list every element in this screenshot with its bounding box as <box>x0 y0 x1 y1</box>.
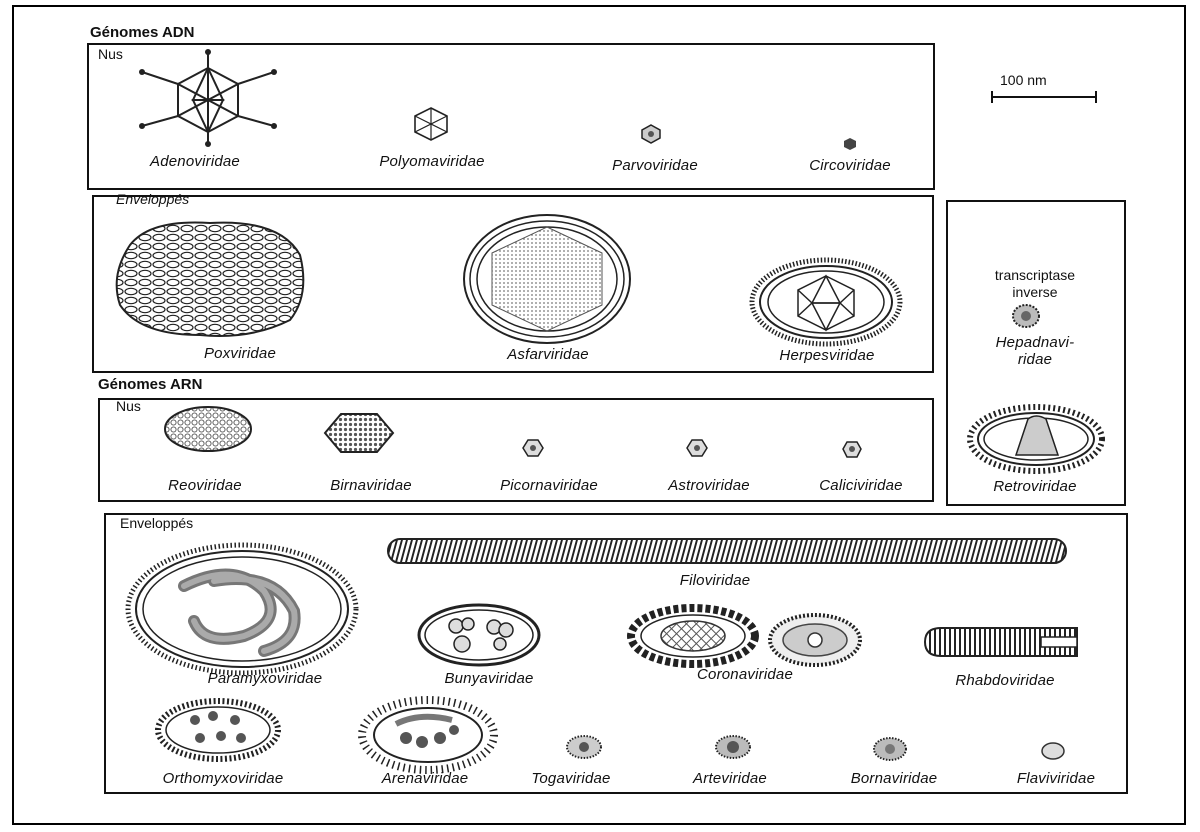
virus-label-coronaviridae: Coronaviridae <box>655 666 835 683</box>
virus-label-orthomyxoviridae: Orthomyxoviridae <box>118 770 328 787</box>
transcriptase-label: transcriptase <box>960 267 1110 283</box>
retrovirus-drawing <box>966 403 1106 475</box>
dna-enveloped-label: Enveloppés <box>116 191 189 207</box>
virus-label-astroviridae: Astroviridae <box>638 477 780 494</box>
calicivirus-drawing <box>842 441 862 458</box>
dna-genomes-heading: Génomes ADN <box>90 24 194 41</box>
coronavirus-drawing-2 <box>767 612 863 668</box>
rna-naked-label: Nus <box>116 398 141 414</box>
virus-label-togaviridae: Togaviridae <box>506 770 636 787</box>
virus-label-bornaviridae: Bornaviridae <box>824 770 964 787</box>
filovirus-drawing <box>386 536 1070 566</box>
virus-label-flaviviridae: Flaviviridae <box>996 770 1116 787</box>
virus-label-birnaviridae: Birnaviridae <box>296 477 446 494</box>
virus-label-asfarviridae: Asfarviridae <box>478 346 618 363</box>
birnavirus-drawing <box>323 412 395 454</box>
virus-label-bunyaviridae: Bunyaviridae <box>404 670 574 687</box>
bunyavirus-drawing <box>416 602 542 668</box>
adenovirus-drawing <box>128 50 288 146</box>
herpesvirus-drawing <box>748 256 912 348</box>
virus-label-retroviridae: Retroviridae <box>960 478 1110 495</box>
virus-label-herpesviridae: Herpesviridae <box>752 347 902 364</box>
asfarvirus-drawing <box>462 213 632 345</box>
virus-label-adenoviridae: Adenoviridae <box>120 153 270 170</box>
reovirus-drawing <box>163 405 253 453</box>
polyomavirus-drawing <box>412 106 450 142</box>
orthomyxovirus-drawing <box>155 698 281 762</box>
parvovirus-drawing <box>640 124 662 144</box>
virus-label-hepadnaviridae-1: Hepadnavi- <box>960 334 1110 351</box>
artevirus-drawing <box>714 734 752 760</box>
rhabdovirus-drawing <box>923 625 1081 659</box>
virus-label-rhabdoviridae: Rhabdoviridae <box>920 672 1090 689</box>
virus-label-reoviridae: Reoviridae <box>150 477 260 494</box>
virus-label-paramyxoviridae: Paramyxoviridae <box>160 670 370 687</box>
virus-label-circoviridae: Circoviridae <box>780 157 920 174</box>
virus-label-arenaviridae: Arenaviridae <box>350 770 500 787</box>
inverse-label: inverse <box>960 284 1110 300</box>
bornavirus-drawing <box>872 736 908 762</box>
picornavirus-drawing <box>522 439 544 457</box>
dna-naked-label: Nus <box>98 46 123 62</box>
astrovirus-drawing <box>686 439 708 457</box>
virus-label-filoviridae: Filoviridae <box>640 572 790 589</box>
scale-bar-label: 100 nm <box>1000 72 1047 88</box>
rna-genomes-heading: Génomes ARN <box>98 376 202 393</box>
togavirus-drawing <box>565 734 603 760</box>
poxvirus-drawing <box>110 215 310 340</box>
circovirus-drawing <box>843 138 857 150</box>
arenavirus-drawing <box>360 698 500 772</box>
virus-label-polyomaviridae: Polyomaviridae <box>352 153 512 170</box>
rna-enveloped-label: Enveloppés <box>120 515 193 531</box>
virus-label-caliciviridae: Caliciviridae <box>790 477 932 494</box>
hepadnavirus-drawing <box>1011 303 1041 329</box>
coronavirus-drawing-1 <box>627 604 759 668</box>
paramyxovirus-drawing <box>124 541 364 677</box>
flavivirus-drawing <box>1040 741 1066 761</box>
virus-label-parvoviridae: Parvoviridae <box>585 157 725 174</box>
virus-label-picornaviridae: Picornaviridae <box>464 477 634 494</box>
virus-label-poxviridae: Poxviridae <box>170 345 310 362</box>
virus-label-hepadnaviridae-2: ridae <box>960 351 1110 368</box>
scale-bar <box>990 90 1100 104</box>
virus-label-arteviridae: Arteviridae <box>670 770 790 787</box>
